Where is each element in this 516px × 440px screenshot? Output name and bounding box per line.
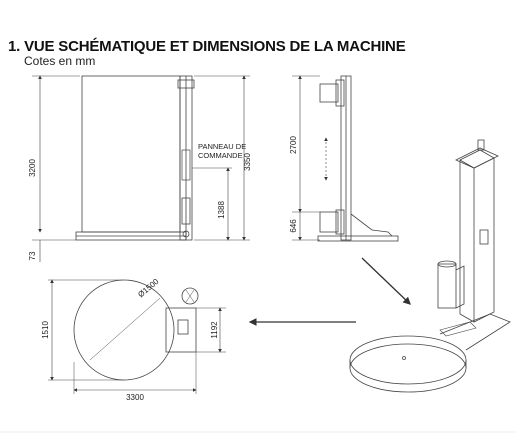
dim-low-position: 646 — [289, 219, 298, 233]
carriage-bottom — [319, 211, 339, 233]
dim-front-base: 73 — [28, 251, 37, 260]
dim-panel-height: 1388 — [217, 201, 226, 219]
dim-column-depth: 1192 — [210, 321, 219, 339]
load-outline — [81, 75, 181, 233]
dim-total-height: 3350 — [243, 153, 252, 171]
side-view — [292, 75, 399, 242]
isometric-view — [349, 139, 511, 393]
column-footprint — [165, 307, 197, 353]
dim-travel: 2700 — [289, 136, 298, 154]
dim-diameter: Ø1500 — [136, 277, 161, 300]
carriage-top — [319, 83, 339, 103]
front-view — [32, 75, 250, 262]
iso-film-roll — [437, 263, 457, 309]
top-view — [48, 279, 226, 394]
control-panel-label-2: COMMANDE — [198, 151, 243, 160]
arrow-to-3d — [361, 257, 411, 305]
side-base — [317, 235, 399, 242]
dim-front-height: 3200 — [28, 159, 37, 177]
roller-icon — [181, 287, 199, 305]
units-note: Cotes en mm — [24, 54, 96, 68]
control-panel-label-1: PANNEAU DE — [198, 142, 246, 151]
dim-depth: 1510 — [41, 321, 50, 339]
dim-total-length: 3300 — [126, 393, 144, 402]
iso-column — [459, 149, 495, 323]
iso-turntable — [349, 335, 467, 385]
page-title: 1. VUE SCHÉMATIQUE ET DIMENSIONS DE LA M… — [8, 38, 406, 55]
